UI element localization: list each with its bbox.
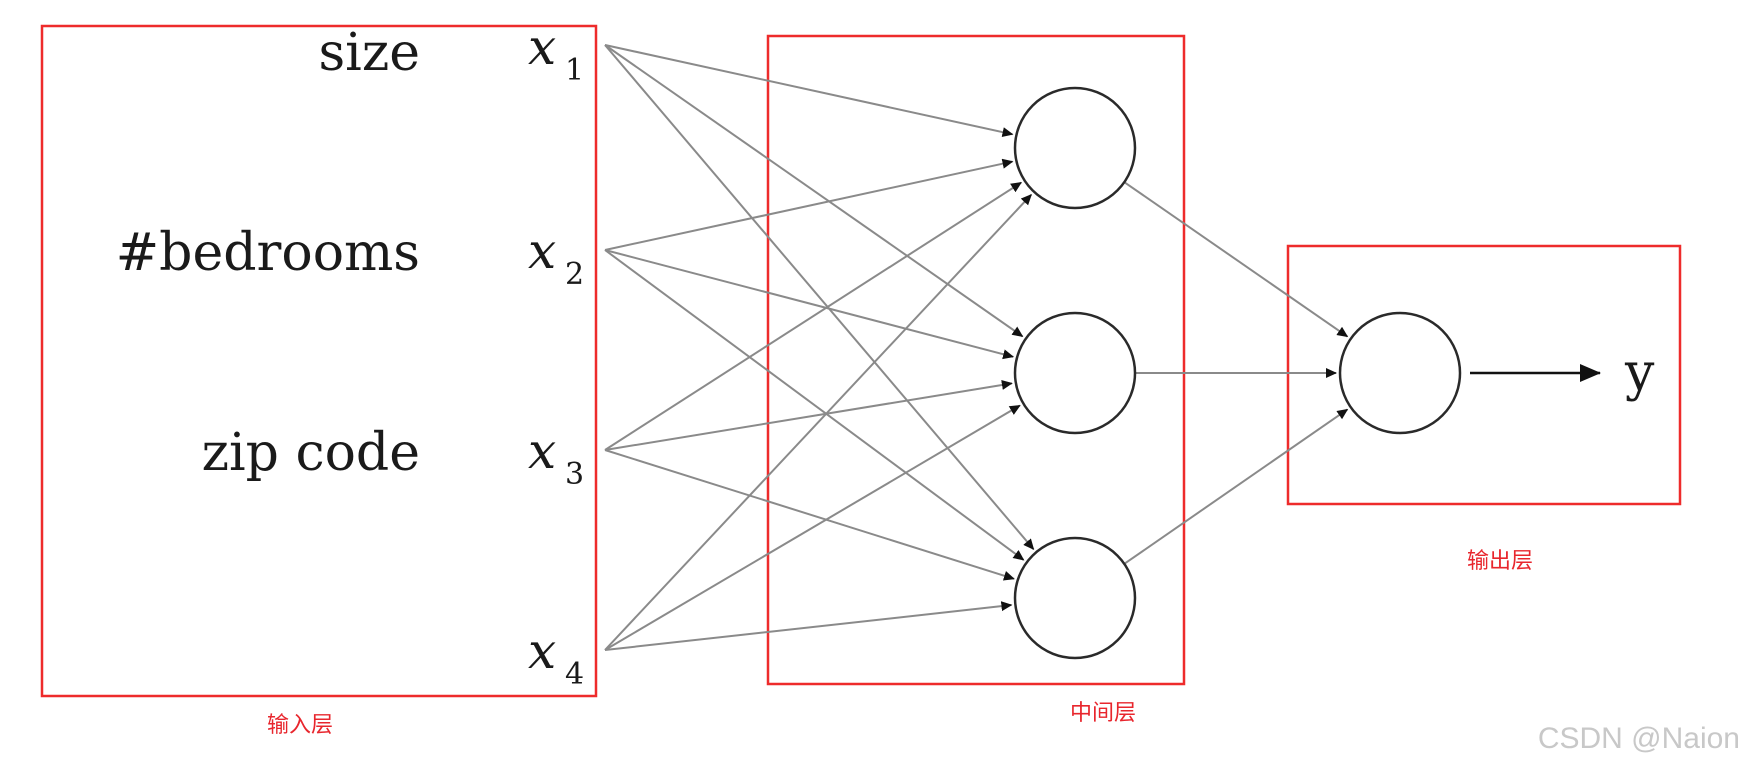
svg-text:x: x	[528, 18, 556, 76]
svg-text:4: 4	[565, 657, 584, 692]
svg-text:3: 3	[565, 457, 584, 492]
edge-x2-h1	[604, 158, 1014, 251]
edge-x1-h1	[604, 44, 1014, 138]
edge-x4-h2	[604, 404, 1021, 651]
edge-x3-h3	[604, 449, 1015, 581]
output-layer-box	[1286, 244, 1682, 506]
hidden-layer-label: 中间层	[1070, 701, 1136, 726]
svg-text:2: 2	[565, 257, 584, 292]
edge-x2-h2	[604, 249, 1015, 360]
hidden-node-3	[1013, 536, 1137, 660]
svg-text:x: x	[528, 622, 556, 680]
edge-x4-h1	[604, 193, 1032, 651]
input-variable-x1: x 1	[528, 18, 584, 88]
watermark: CSDN @Naion	[1538, 722, 1740, 755]
edge-h1-out	[1123, 181, 1349, 338]
hidden-node-2	[1013, 311, 1137, 435]
svg-text:1: 1	[565, 53, 584, 88]
svg-text:x: x	[528, 222, 556, 280]
edge-x2-h3	[604, 249, 1025, 561]
hidden-to-output-edges	[1123, 181, 1349, 565]
svg-text:x: x	[528, 422, 556, 480]
edge-x1-h2	[604, 44, 1024, 338]
feature-label-bedrooms: #bedrooms	[116, 223, 420, 283]
hidden-layer-box	[766, 34, 1186, 686]
output-layer-label: 输出层	[1467, 549, 1533, 574]
edge-x4-h3	[604, 601, 1013, 651]
output-label-y: y	[1624, 343, 1655, 403]
edge-x3-h1	[604, 181, 1022, 451]
edge-x1-h3	[604, 44, 1035, 550]
feature-label-size: size	[319, 23, 421, 83]
input-variable-x4: x 4	[528, 622, 584, 692]
edge-h3-out	[1123, 408, 1349, 565]
output-node	[1338, 311, 1462, 435]
edge-x3-h2	[604, 380, 1013, 451]
hidden-node-1	[1013, 86, 1137, 210]
feature-label-zip-code: zip code	[202, 423, 420, 483]
input-layer-box	[40, 24, 598, 698]
connection-edges	[604, 44, 1035, 651]
input-variable-x2: x 2	[528, 222, 584, 292]
input-layer-label: 输入层	[267, 713, 333, 738]
input-variable-x3: x 3	[528, 422, 584, 492]
